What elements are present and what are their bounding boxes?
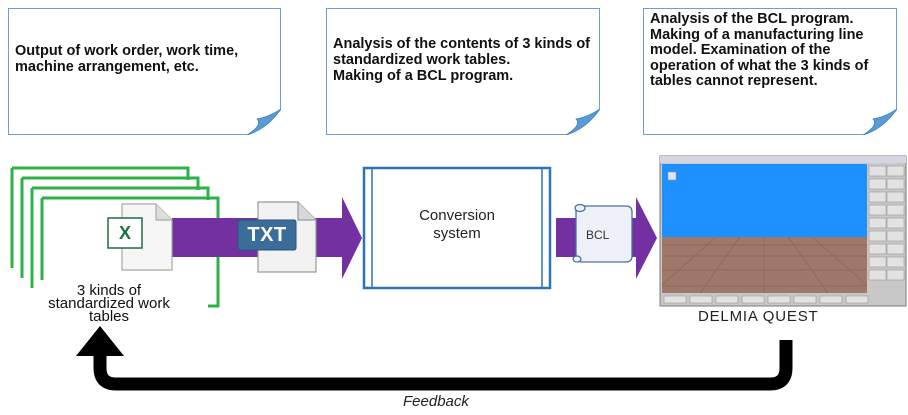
txt-file-icon	[237, 201, 317, 273]
quest-side-panel	[868, 165, 905, 281]
work-table-sheet	[20, 176, 200, 278]
conversion-system-label: Conversion system	[419, 207, 495, 242]
output-note-text: Output of work order, work time, machine…	[15, 43, 239, 75]
analysis-bcl-note-text: Analysis of the BCL program. Making of a…	[650, 11, 869, 89]
work-tables-label: 3 kinds of standardized work tables	[48, 282, 170, 325]
analysis-tables-note: Analysis of the contents of 3 kinds of s…	[326, 8, 600, 135]
excel-icon-letter: X	[118, 223, 131, 243]
quest-floor	[662, 237, 867, 293]
page-curl-icon	[247, 109, 281, 135]
conversion-system-box	[362, 166, 552, 290]
analysis-bcl-note: Analysis of the BCL program. Making of a…	[643, 8, 897, 135]
delmia-quest-window	[659, 155, 907, 307]
bcl-label: BCL	[586, 228, 610, 242]
page-curl-icon	[566, 109, 600, 135]
delmia-quest-label: DELMIA QUEST	[698, 308, 819, 325]
bcl-scroll-icon	[572, 203, 633, 263]
work-table-sheet	[30, 186, 210, 288]
feedback-arrow	[76, 326, 793, 391]
txt-icon-label: TXT	[247, 224, 287, 246]
work-tables-stack	[10, 166, 220, 308]
quest-bottom-toolbar	[663, 295, 869, 304]
page-curl-icon	[863, 109, 897, 135]
feedback-label: Feedback	[403, 393, 469, 410]
arrow-head-icon	[76, 326, 124, 356]
analysis-tables-note-text: Analysis of the contents of 3 kinds of s…	[333, 36, 591, 84]
output-note: Output of work order, work time, machine…	[8, 8, 281, 135]
work-table-sheet	[10, 166, 190, 268]
quest-sky	[662, 164, 867, 237]
excel-file-icon	[107, 203, 173, 271]
